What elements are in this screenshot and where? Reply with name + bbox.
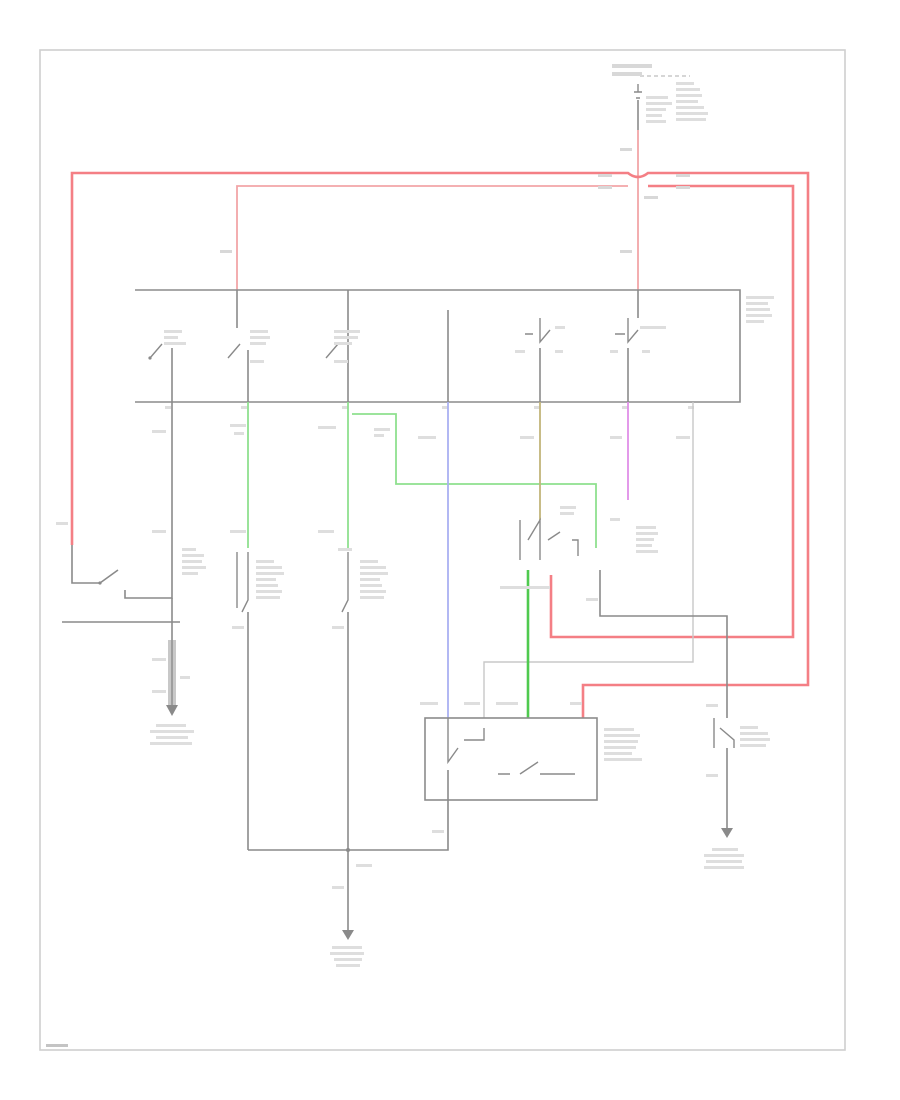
right-relay-switch	[500, 506, 728, 718]
right-sensor	[704, 704, 770, 869]
ground-return	[248, 800, 449, 967]
left-lower-switch	[62, 530, 206, 745]
footer-mark	[46, 1044, 68, 1047]
signal-wires	[56, 402, 694, 718]
main-switch-assembly	[135, 289, 774, 409]
middle-switches	[230, 530, 388, 930]
top-fuse-feed	[612, 64, 708, 290]
diagram-frame	[39, 49, 846, 1051]
red-power-wires	[70, 171, 810, 718]
lower-control-module	[420, 702, 642, 801]
